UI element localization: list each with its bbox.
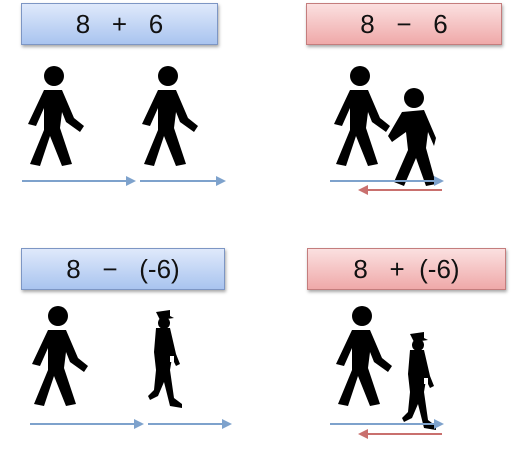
walking-person-icon: [28, 66, 84, 166]
pushing-person-icon: [388, 88, 436, 186]
panel-8-minus-neg6: [30, 306, 232, 429]
expression-label: 8 − (-6): [66, 253, 180, 284]
expression-box-8-minus-neg6: 8 − (-6): [21, 248, 225, 290]
walking-person-icon: [32, 306, 88, 406]
panel-8-plus-6: [22, 66, 226, 186]
walking-person-icon: [336, 306, 392, 406]
expression-box-8-plus-neg6: 8 + (-6): [307, 248, 506, 290]
walking-person-icon: [334, 66, 390, 166]
expression-box-8-plus-6: 8 + 6: [21, 3, 218, 45]
blue-arrow: [330, 419, 444, 429]
blue-arrow: [30, 419, 144, 429]
moonwalker-icon: [148, 310, 182, 408]
red-arrow: [358, 185, 442, 195]
expression-label: 8 + (-6): [353, 253, 460, 284]
walking-person-icon: [142, 66, 198, 166]
expression-label: 8 − 6: [360, 8, 448, 39]
blue-arrow: [22, 176, 136, 186]
expression-box-8-minus-6: 8 − 6: [306, 3, 502, 45]
moonwalker-icon: [402, 332, 436, 430]
blue-arrow: [148, 419, 232, 429]
red-arrow: [358, 429, 442, 439]
blue-arrow: [140, 176, 226, 186]
panel-8-minus-6: [330, 66, 444, 195]
expression-label: 8 + 6: [75, 8, 164, 39]
blue-arrow: [330, 176, 444, 186]
panel-8-plus-neg6: [330, 306, 444, 439]
